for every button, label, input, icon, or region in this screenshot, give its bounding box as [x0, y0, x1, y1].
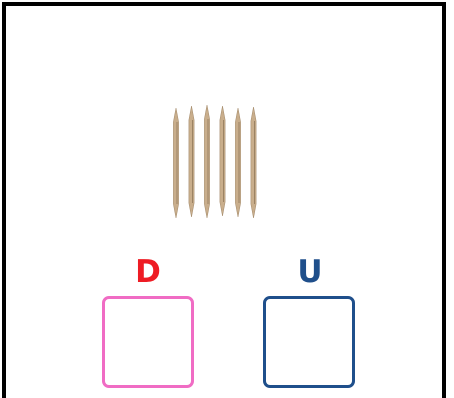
- toothpick: [173, 108, 178, 218]
- toothpick: [189, 106, 194, 217]
- toothpick: [251, 107, 256, 218]
- tens-answer-box[interactable]: [102, 296, 194, 388]
- toothpick: [204, 105, 209, 218]
- toothpick: [220, 106, 225, 216]
- toothpick: [235, 108, 240, 217]
- units-answer-box[interactable]: [263, 296, 355, 388]
- tens-label: D: [118, 252, 178, 292]
- units-label: U: [280, 252, 340, 292]
- toothpick-bundle: [164, 100, 260, 224]
